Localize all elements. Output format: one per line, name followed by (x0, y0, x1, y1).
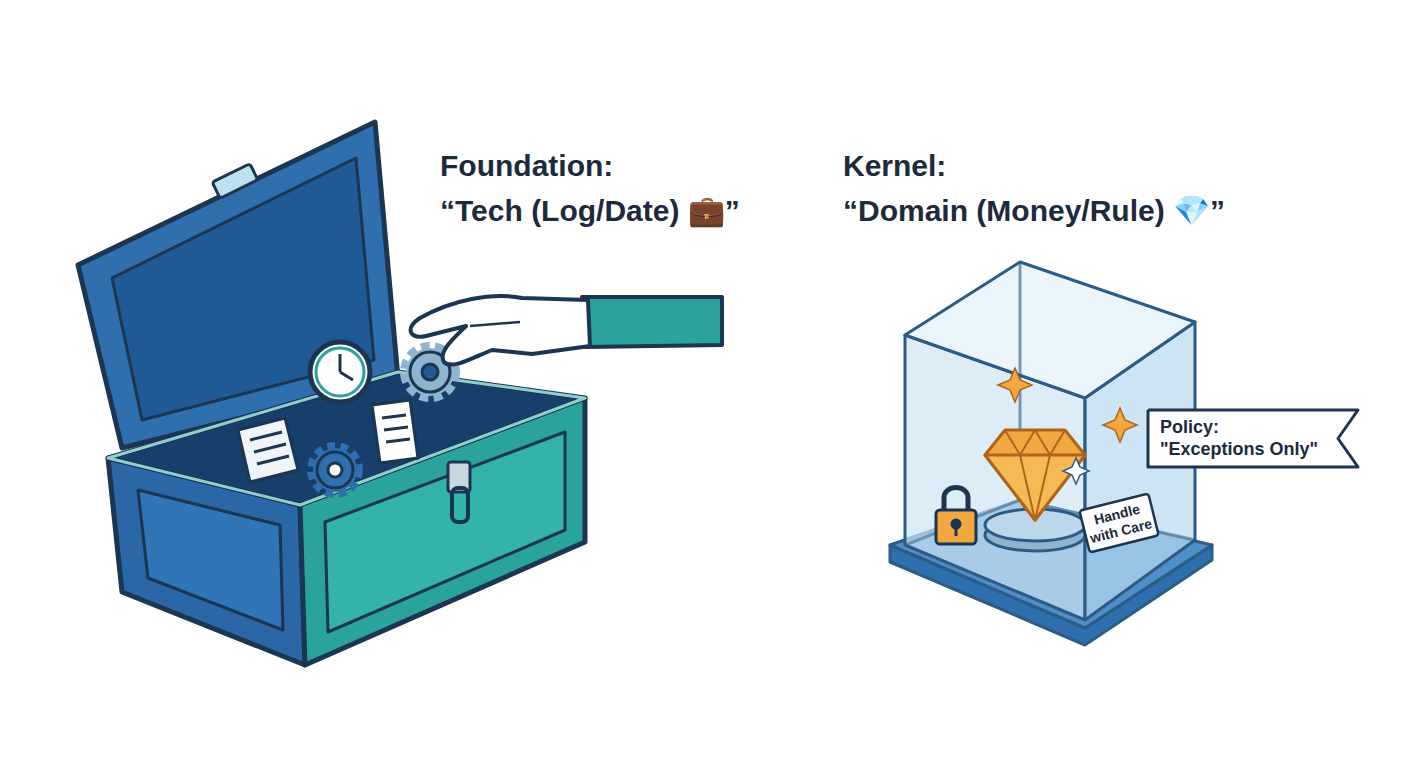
toolbox-hasp (448, 462, 470, 522)
section-subtitle: “Domain (Money/Rule) 💎” (843, 193, 1225, 229)
policy-tag: Policy: "Exceptions Only" (1146, 408, 1360, 469)
padlock (936, 488, 976, 545)
sparkle (998, 368, 1137, 484)
reaching-hand (411, 296, 722, 365)
toolbox-items (238, 342, 454, 492)
diamond-gem (985, 430, 1085, 551)
section-heading: Kernel: (843, 148, 946, 184)
node-text: Policy: "Exceptions Only" (1160, 417, 1326, 460)
section-heading: Foundation: (440, 148, 613, 184)
section-subtitle: “Tech (Log/Date) 💼” (440, 193, 740, 229)
